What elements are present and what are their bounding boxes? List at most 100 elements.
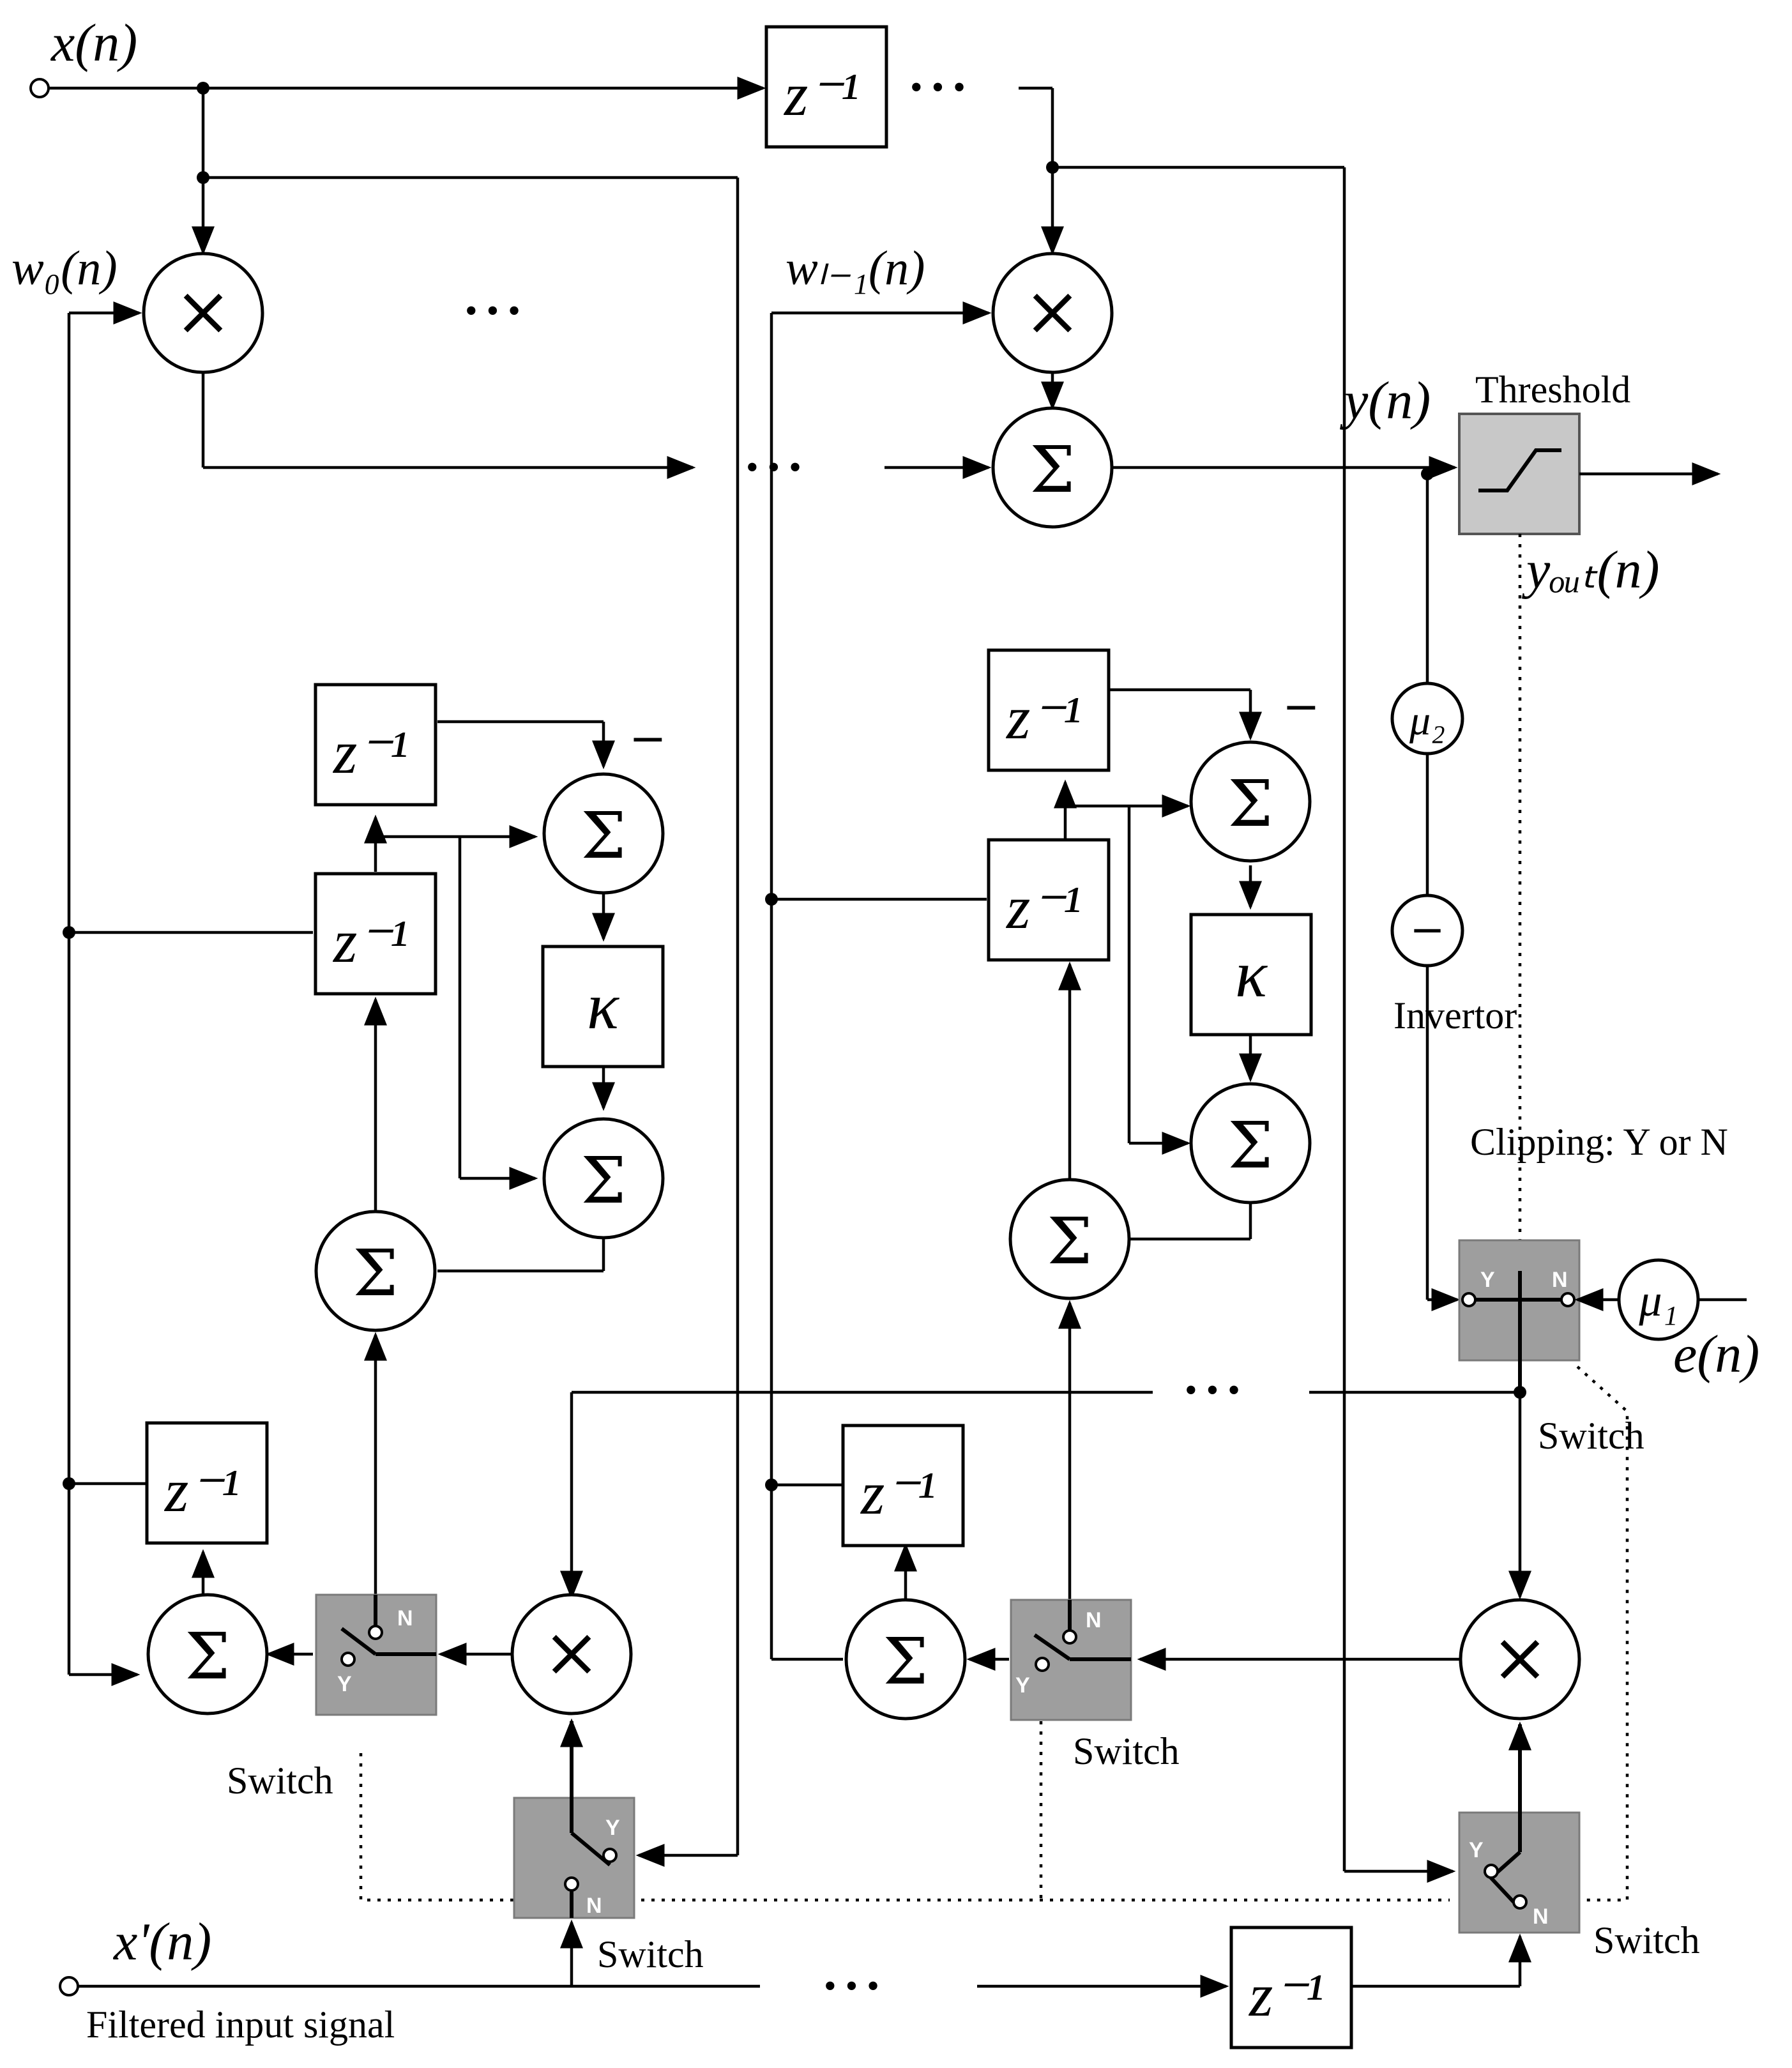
input-signal-label: x(n) — [50, 13, 137, 73]
minus-symbol: − — [1409, 905, 1445, 954]
threshold-label: Threshold — [1475, 369, 1630, 411]
switch-yes-label: Y — [1469, 1838, 1484, 1862]
input-select-switch: Y N — [513, 1721, 635, 1919]
left-sum-lower: Σ — [542, 1117, 665, 1240]
invertor-node: − — [1390, 893, 1464, 968]
delay-block-bottom: z⁻¹ — [1229, 1926, 1353, 2049]
left-multiplier-error: × — [510, 1593, 633, 1715]
right-minus-sign: − — [1282, 680, 1320, 733]
kappa-symbol: κ — [1235, 938, 1268, 1011]
sum-symbol: Σ — [353, 1236, 399, 1311]
right-branch-wires — [894, 688, 1531, 1839]
right-kappa-gain: κ — [1189, 913, 1313, 1037]
threshold-block — [1458, 413, 1581, 535]
tap-wires-last — [1019, 86, 1456, 1883]
switch-no-label: N — [586, 1894, 602, 1918]
error-signal-label: e(n) — [1673, 1325, 1759, 1384]
delay-block-top: z⁻¹ — [764, 25, 888, 149]
sum-symbol: Σ — [1047, 1204, 1093, 1279]
right-delay-weight: z⁻¹ — [841, 1424, 965, 1547]
switch-label-bottom-right: Switch — [1593, 1919, 1700, 1961]
left-sum-upper: Σ — [542, 772, 665, 895]
delay-symbol: z⁻¹ — [163, 1456, 239, 1524]
weight-last-label: wₗ₋₁(n) — [786, 241, 925, 295]
right-sum-lower: Σ — [1189, 1082, 1312, 1205]
delay-symbol: z⁻¹ — [332, 907, 408, 975]
multiplier-last: × — [991, 252, 1114, 374]
multiply-symbol: × — [543, 1613, 601, 1692]
switch-no-label: N — [397, 1606, 413, 1631]
control-dotted-lines — [359, 534, 1629, 1902]
filtered-input-wires — [78, 1919, 1531, 1998]
mu1-symbol: μ₁ — [1638, 1275, 1678, 1326]
filtered-input-label: x'(n) — [112, 1912, 211, 1972]
sum-symbol: Σ — [581, 798, 626, 873]
input-wires — [49, 77, 766, 1867]
switch-no-label: N — [1533, 1905, 1549, 1929]
left-minus-sign: − — [629, 712, 667, 764]
right-multiplier-error: × — [1459, 1598, 1581, 1721]
ellipsis-bottom: • • • — [824, 1966, 879, 2006]
error-distribution-wires — [560, 1360, 1531, 1600]
left-delay-middle: z⁻¹ — [314, 872, 437, 996]
delay-symbol: z⁻¹ — [332, 718, 408, 786]
mu2-symbol: μ₂ — [1409, 697, 1445, 744]
sum-symbol: Σ — [1228, 766, 1273, 841]
ellipsis-error: • • • — [1185, 1371, 1240, 1410]
clipped-output-label: yₒᵤₜ(n) — [1521, 540, 1660, 600]
ellipsis-top: • • • — [910, 68, 966, 107]
clipping-label: Clipping: Y or N — [1470, 1121, 1728, 1163]
delay-symbol: z⁻¹ — [1005, 873, 1081, 941]
switch-yes-label: Y — [1015, 1673, 1030, 1698]
left-delay-weight: z⁻¹ — [145, 1421, 269, 1545]
right-sum-upper: Σ — [1189, 740, 1312, 863]
kappa-symbol: κ — [587, 969, 620, 1043]
switch-no-label: N — [1552, 1268, 1568, 1292]
multiply-symbol: × — [174, 271, 232, 351]
output-sum-wires — [201, 374, 1458, 479]
switch-yes-label: Y — [1480, 1268, 1495, 1292]
switch-label-input: Switch — [597, 1933, 704, 1975]
multiply-symbol: × — [1024, 271, 1082, 351]
mu1-gain: μ₁ — [1617, 1258, 1700, 1341]
sum-symbol: Σ — [185, 1619, 231, 1694]
switch-label-right: Switch — [1073, 1730, 1180, 1772]
left-delay-upper: z⁻¹ — [314, 683, 437, 807]
left-sum-accumulate: Σ — [314, 1210, 437, 1332]
output-signal-label: y(n) — [1339, 371, 1431, 430]
delay-symbol: z⁻¹ — [1248, 1961, 1324, 2029]
output-sum-node: Σ — [991, 406, 1114, 529]
filtered-input-caption: Filtered input signal — [86, 2003, 395, 2046]
multiply-symbol: × — [1491, 1618, 1549, 1698]
right-input-select-switch: Y N — [1458, 1724, 1581, 1934]
input-terminal — [29, 78, 50, 98]
right-sum-weight: Σ — [844, 1598, 967, 1721]
left-kappa-gain: κ — [541, 945, 665, 1068]
error-path-wires — [1421, 468, 1461, 1311]
switch-no-label: N — [1086, 1608, 1102, 1632]
invertor-label: Invertor — [1393, 994, 1517, 1037]
left-switch: N Y — [315, 1593, 437, 1716]
delay-symbol: z⁻¹ — [1005, 683, 1081, 752]
right-delay-upper: z⁻¹ — [987, 648, 1111, 772]
sum-symbol: Σ — [581, 1143, 626, 1218]
switch-yes-label: Y — [337, 1672, 352, 1696]
right-sum-accumulate: Σ — [1008, 1178, 1131, 1300]
switch-label-left: Switch — [227, 1760, 333, 1802]
switch-label-clipping: Switch — [1538, 1415, 1644, 1457]
delay-symbol-top: z⁻¹ — [783, 60, 859, 128]
sum-symbol: Σ — [1030, 432, 1075, 507]
filtered-input-terminal — [59, 1976, 79, 1996]
multiplier-first: × — [142, 252, 264, 374]
weight-first-label: w₀(n) — [11, 241, 118, 295]
right-delay-middle: z⁻¹ — [987, 838, 1111, 962]
left-sum-weight: Σ — [146, 1593, 269, 1715]
ellipsis-multipliers: • • • — [465, 291, 520, 331]
ellipsis-sum: • • • — [746, 448, 801, 487]
right-switch: N Y — [1010, 1599, 1132, 1721]
weight-feed-wires — [63, 301, 992, 1686]
mu2-gain: μ₂ — [1390, 681, 1464, 756]
sum-symbol: Σ — [1228, 1108, 1273, 1183]
sum-symbol: Σ — [883, 1624, 929, 1699]
